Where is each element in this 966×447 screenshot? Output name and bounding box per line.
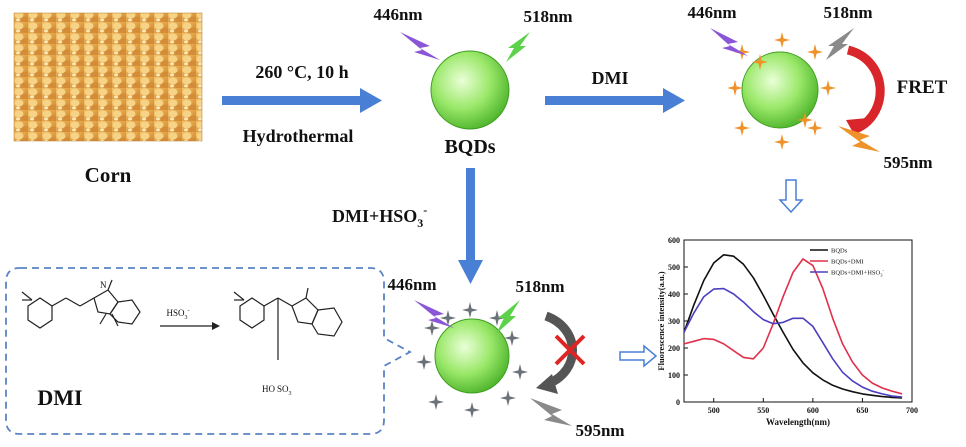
acceptor-star <box>774 134 790 150</box>
x-tick-label: 550 <box>757 406 769 415</box>
corn-label: Corn <box>85 163 132 187</box>
right-arrow-to-chart <box>619 344 658 368</box>
adduct-star <box>428 394 444 410</box>
acceptor-star <box>774 32 790 48</box>
reaction-reagent: HSO3- <box>166 308 189 321</box>
y-tick-label: 500 <box>668 263 680 272</box>
bqd-particle-top <box>430 50 510 130</box>
reaction-box <box>5 267 412 435</box>
acceptor-star <box>752 54 768 70</box>
dmi-hso3-arrow <box>458 168 483 284</box>
bqd-particle-fret <box>741 51 819 129</box>
acceptor-emission-bottom: 595nm <box>575 421 624 440</box>
adduct-star <box>500 390 516 406</box>
x-tick-label: 650 <box>856 406 868 415</box>
dmi-structure <box>21 279 141 329</box>
lightning-quenched-fret-icon <box>826 28 854 60</box>
y-tick-label: 600 <box>668 236 680 245</box>
fret-curved-arrow <box>846 45 885 138</box>
dmi-hso3-label: DMI+HSO3- <box>332 203 427 230</box>
series-line-2 <box>683 287 903 398</box>
acceptor-star <box>797 112 813 128</box>
hydrothermal-arrow <box>222 88 382 113</box>
bqds-label: BQDs <box>444 136 495 158</box>
dmi-arrow <box>545 88 685 113</box>
blocked-cross-icon <box>554 334 586 366</box>
dmi-n-plus: N <box>100 280 107 290</box>
adduct-star <box>440 310 456 326</box>
x-axis-label: Wavelength(nm) <box>766 417 830 427</box>
adduct-star <box>512 364 528 380</box>
legend-label-0: BQDs <box>831 248 848 255</box>
series-line-0 <box>683 254 903 399</box>
fret-label: FRET <box>897 77 948 98</box>
adduct-star <box>416 354 432 370</box>
acceptor-star <box>807 44 823 60</box>
acceptor-star <box>820 80 836 96</box>
acceptor-star <box>734 120 750 136</box>
legend-label-2: BQDs+DMI+HSO3- <box>831 268 884 278</box>
adduct-star <box>504 330 520 346</box>
excitation-label-top: 446nm <box>373 5 422 24</box>
lightning-emit-icon <box>506 32 530 62</box>
lightning-excite-bottom-icon <box>414 300 454 328</box>
lightning-excite-icon <box>400 32 440 60</box>
dmi-arrow-label: DMI <box>592 68 629 88</box>
chart-frame <box>683 239 913 403</box>
corn-photo <box>13 12 203 142</box>
emission-label-fret: 518nm <box>823 3 872 22</box>
down-arrow-to-chart <box>778 179 804 214</box>
legend-label-1: BQDs+DMI <box>831 259 864 266</box>
emission-label-bottom: 518nm <box>515 277 564 296</box>
y-tick-label: 200 <box>668 344 680 353</box>
y-axis-label: Fluorescence intensity(a.u.) <box>656 271 666 370</box>
y-tick-label: 0 <box>676 398 680 407</box>
reaction-arrow <box>160 322 220 330</box>
adduct-stars <box>416 302 528 418</box>
y-tick-label: 300 <box>668 317 680 326</box>
adduct-structure <box>233 287 343 360</box>
lightning-excite-fret-icon <box>710 28 748 56</box>
lightning-acceptor-fret-icon <box>838 126 880 152</box>
y-tick-label: 400 <box>668 290 680 299</box>
adduct-star <box>489 310 505 326</box>
x-tick-label: 600 <box>807 406 819 415</box>
lightning-emit-bottom-icon <box>496 300 520 334</box>
acceptor-stars <box>727 32 836 150</box>
adduct-star <box>462 302 478 318</box>
adduct-star <box>424 320 440 336</box>
step1-condition: 260 °C, 10 h <box>255 62 348 82</box>
acceptor-emission-fret: 595nm <box>883 153 932 172</box>
acceptor-star <box>734 44 750 60</box>
bqd-particle-bottom <box>434 318 510 394</box>
lightning-quenched-bottom-icon <box>530 398 572 426</box>
x-tick-label: 700 <box>906 406 918 415</box>
series-line-1 <box>683 258 903 395</box>
acceptor-star <box>727 80 743 96</box>
excitation-label-fret: 446nm <box>687 3 736 22</box>
step1-method: Hydrothermal <box>243 126 354 146</box>
emission-label-top: 518nm <box>523 7 572 26</box>
excitation-label-bottom: 446nm <box>387 275 436 294</box>
fluorescence-chart: 0 100 200 300 400 500 600 500 550 600 650 700Wavele… <box>656 236 918 427</box>
acceptor-star <box>807 120 823 136</box>
y-tick-label: 100 <box>668 371 680 380</box>
dmi-structure-label: DMI <box>37 385 82 410</box>
x-tick-label: 500 <box>708 406 720 415</box>
adduct-star <box>464 402 480 418</box>
